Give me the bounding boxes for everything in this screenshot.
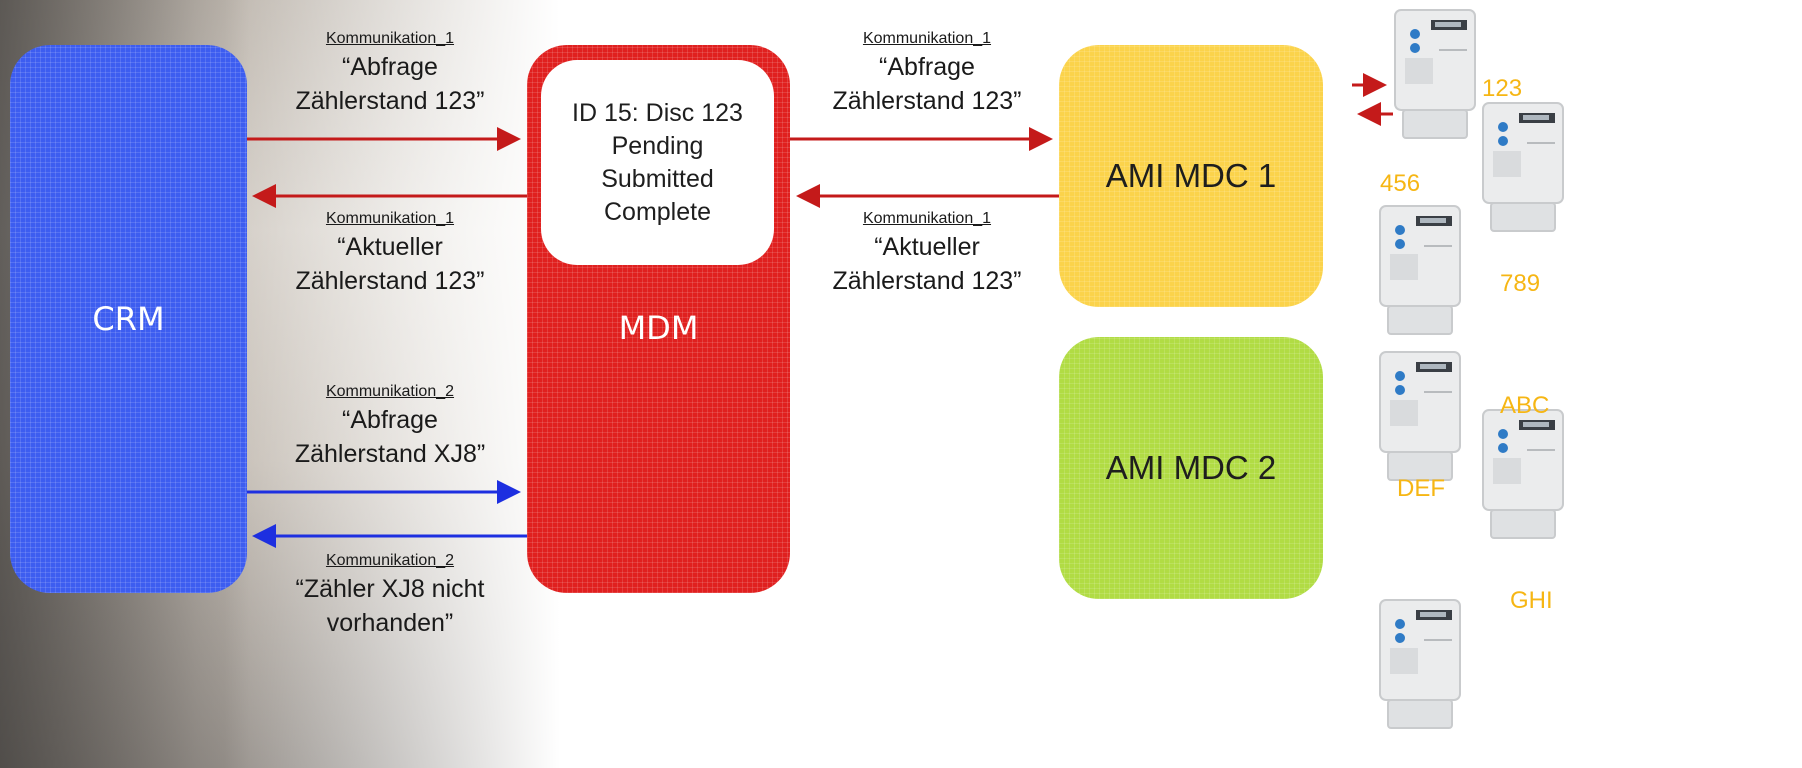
message-text: Zählerstand 123” xyxy=(832,87,1022,115)
mdc1-box: AMI MDC 1 xyxy=(1059,45,1323,307)
mdc1-label: AMI MDC 1 xyxy=(1105,157,1277,194)
mdm-status-line: Submitted xyxy=(601,164,714,193)
message-crm-to-mdm-1: Kommunikation_1 “Abfrage Zählerstand 123… xyxy=(240,28,540,118)
mdm-status-line: Complete xyxy=(604,197,711,226)
message-text: Zählerstand XJ8” xyxy=(294,440,486,468)
meter-id-456: 456 xyxy=(1380,170,1421,197)
mdm-label: MDM xyxy=(618,309,699,347)
crm-label: CRM xyxy=(92,300,165,338)
message-mdm-to-crm-2: Kommunikation_2 “Zähler XJ8 nicht vorhan… xyxy=(240,550,540,640)
mdc2-box: AMI MDC 2 xyxy=(1059,337,1323,599)
message-text: Zählerstand 123” xyxy=(295,267,485,295)
message-text: “Abfrage xyxy=(879,53,975,81)
mdm-status-line: ID 15: Disc 123 xyxy=(572,98,743,127)
mdm-box: ID 15: Disc 123 Pending Submitted Comple… xyxy=(527,45,790,593)
meter-def-picture xyxy=(1482,409,1564,539)
message-mdm-to-mdc-1: Kommunikation_1 “Abfrage Zählerstand 123… xyxy=(777,28,1077,118)
crm-box: CRM xyxy=(10,45,247,593)
mdc2-label: AMI MDC 2 xyxy=(1105,449,1277,486)
meter-id-789: 789 xyxy=(1500,270,1541,297)
meter-123-picture xyxy=(1394,9,1476,139)
meter-ghi-picture xyxy=(1379,599,1461,729)
message-text: Zählerstand 123” xyxy=(295,87,485,115)
message-text: Zählerstand 123” xyxy=(832,267,1022,295)
mdm-status-panel: ID 15: Disc 123 Pending Submitted Comple… xyxy=(541,60,774,265)
message-text: “Aktueller xyxy=(874,233,980,261)
message-tag: Kommunikation_1 xyxy=(862,210,992,227)
message-tag: Kommunikation_1 xyxy=(325,30,455,47)
message-mdm-to-crm-1: Kommunikation_1 “Aktueller Zählerstand 1… xyxy=(240,208,540,298)
message-text: “Abfrage xyxy=(342,406,438,434)
mdm-status-line: Pending xyxy=(611,131,704,160)
meter-id-ghi: GHI xyxy=(1510,587,1553,614)
message-tag: Kommunikation_2 xyxy=(325,552,455,569)
meter-id-def: DEF xyxy=(1397,475,1445,502)
message-text: “Aktueller xyxy=(337,233,443,261)
message-mdc-to-mdm-1: Kommunikation_1 “Aktueller Zählerstand 1… xyxy=(777,208,1077,298)
message-crm-to-mdm-2: Kommunikation_2 “Abfrage Zählerstand XJ8… xyxy=(240,381,540,471)
meter-789-picture xyxy=(1482,102,1564,232)
message-tag: Kommunikation_1 xyxy=(325,210,455,227)
message-text: “Abfrage xyxy=(342,53,438,81)
message-tag: Kommunikation_1 xyxy=(862,30,992,47)
message-tag: Kommunikation_2 xyxy=(325,383,455,400)
message-text: “Zähler XJ8 nicht xyxy=(295,575,485,603)
meter-id-123: 123 xyxy=(1482,75,1523,102)
message-text: vorhanden” xyxy=(326,609,454,637)
meter-abc-picture xyxy=(1379,351,1461,481)
meter-id-abc: ABC xyxy=(1500,392,1550,419)
meter-456-picture xyxy=(1379,205,1461,335)
